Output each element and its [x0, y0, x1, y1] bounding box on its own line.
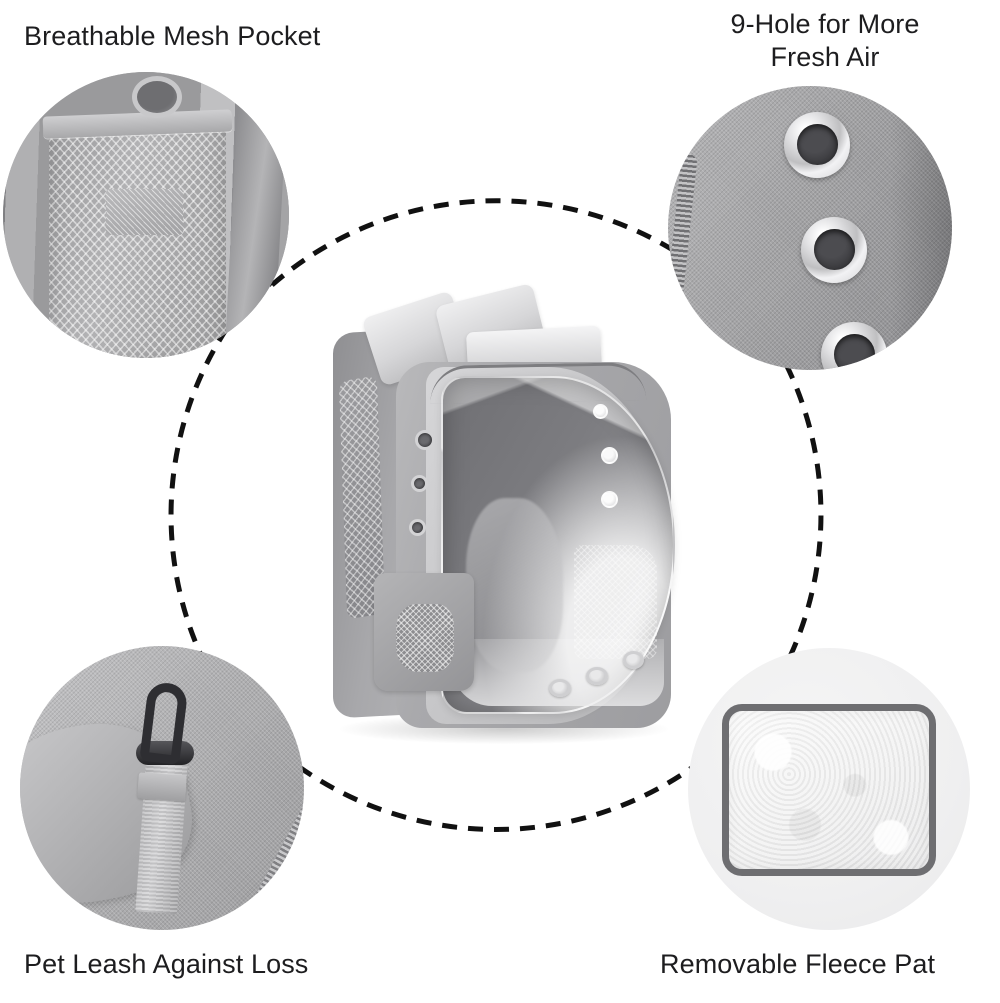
ventilation-grommet-icon [784, 111, 851, 178]
ventilation-grommet-icon [801, 216, 868, 283]
dome-zipper-icon [429, 362, 646, 404]
ventilation-hole-icon [411, 474, 428, 492]
ventilation-hole-icon [548, 679, 571, 698]
feature-label-nine-hole-fresh-air: 9-Hole for More Fresh Air [730, 9, 920, 72]
feature-label-breathable-mesh-pocket: Breathable Mesh Pocket [24, 21, 321, 51]
side-pocket-mesh-window [395, 603, 455, 673]
feature-label-pet-leash-against-loss: Pet Leash Against Loss [24, 949, 309, 979]
ventilation-hole-icon [585, 667, 608, 686]
ventilation-hole-icon [409, 519, 427, 537]
ventilation-hole-icon [623, 650, 645, 669]
ventilation-hole-icon [600, 446, 618, 464]
dashed-arc-right [755, 318, 824, 714]
side-mesh-pocket [373, 573, 475, 691]
metal-ring-icon [131, 76, 182, 119]
transparent-bubble-dome [440, 376, 676, 715]
feature-image-pet-leash-against-loss [20, 646, 304, 930]
fabric-shading [889, 86, 952, 370]
ventilation-hole-icon [414, 430, 435, 451]
feature-image-removable-fleece-pad [688, 648, 970, 930]
ventilation-grommet-icon [821, 321, 888, 370]
dashed-arc-top [270, 198, 724, 288]
carabiner-swivel-icon [136, 741, 194, 766]
feature-image-nine-hole-fresh-air [668, 86, 952, 370]
mesh-pocket-label-patch [105, 189, 184, 235]
feature-label-removable-fleece-pad: Removable Fleece Pat [660, 949, 936, 979]
feature-image-breathable-mesh-pocket [3, 72, 289, 358]
leash-webbing-band [137, 772, 187, 802]
ventilation-hole-icon [600, 491, 618, 509]
mesh-pocket-panel [48, 120, 227, 358]
product-image-pet-carrier-backpack [318, 282, 690, 752]
ventilation-hole-icon [593, 404, 609, 420]
fleece-pad [721, 704, 937, 877]
dashed-arc-bottom [266, 740, 724, 832]
